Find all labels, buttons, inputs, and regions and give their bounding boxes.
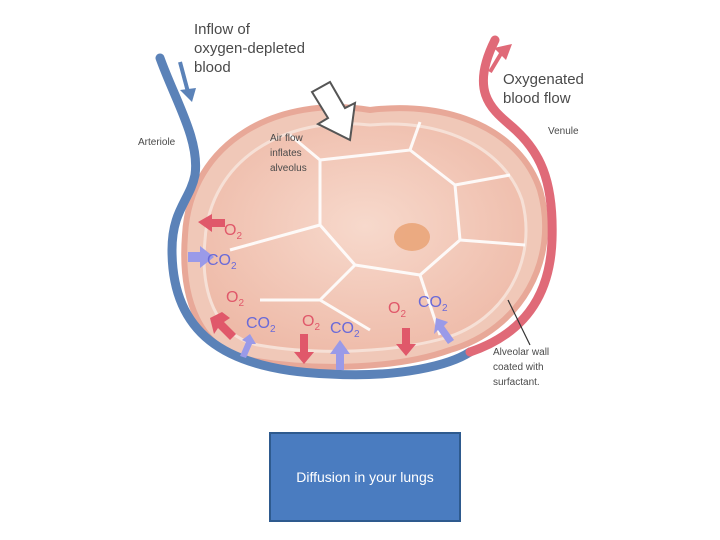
co2-label: CO2 bbox=[418, 294, 448, 314]
alveolar-wall-label-2: coated with bbox=[493, 362, 544, 373]
inflow-label-3: blood bbox=[194, 59, 231, 76]
arteriole-vessel bbox=[155, 53, 475, 380]
o2-label: O2 bbox=[388, 300, 406, 320]
airflow-label-2: inflates bbox=[270, 148, 302, 159]
o2-arrow-down bbox=[396, 328, 416, 356]
air-flow-arrow-icon bbox=[310, 80, 357, 142]
oxygenated-label-2: blood flow bbox=[503, 90, 571, 107]
o2-arrow-down bbox=[210, 312, 236, 340]
airflow-label-3: alveolus bbox=[270, 163, 307, 174]
inflow-label-1: Inflow of bbox=[194, 21, 251, 38]
airflow-label-1: Air flow bbox=[270, 133, 304, 144]
co2-arrow-up bbox=[434, 318, 454, 344]
oxygenated-label-1: Oxygenated bbox=[503, 71, 584, 88]
caption-box: Diffusion in your lungs bbox=[269, 432, 461, 522]
co2-arrow-up bbox=[240, 334, 256, 358]
caption-text: Diffusion in your lungs bbox=[296, 469, 434, 485]
inflow-arrow-icon bbox=[178, 61, 196, 102]
co2-label: CO2 bbox=[207, 252, 237, 272]
co2-label: CO2 bbox=[246, 315, 276, 335]
venule-label: Venule bbox=[548, 126, 579, 137]
cell-nucleus bbox=[394, 223, 430, 251]
co2-arrow-up bbox=[330, 340, 350, 370]
o2-label: O2 bbox=[224, 222, 242, 242]
arteriole-label: Arteriole bbox=[138, 137, 176, 148]
co2-label: CO2 bbox=[330, 320, 360, 340]
o2-arrow-left bbox=[198, 214, 225, 232]
inflow-label-2: oxygen-depleted bbox=[194, 40, 305, 57]
alveolar-wall-label-1: Alveolar wall bbox=[493, 347, 549, 358]
o2-arrow-down bbox=[294, 334, 314, 364]
co2-arrow-left bbox=[188, 246, 214, 268]
o2-label: O2 bbox=[302, 313, 320, 333]
o2-label: O2 bbox=[226, 289, 244, 309]
venule-vessel bbox=[465, 35, 557, 357]
alveolar-wall-label-3: surfactant. bbox=[493, 377, 540, 388]
alveolus bbox=[202, 122, 528, 353]
outflow-arrow-icon bbox=[488, 44, 512, 74]
surfactant-pointer bbox=[507, 299, 531, 346]
